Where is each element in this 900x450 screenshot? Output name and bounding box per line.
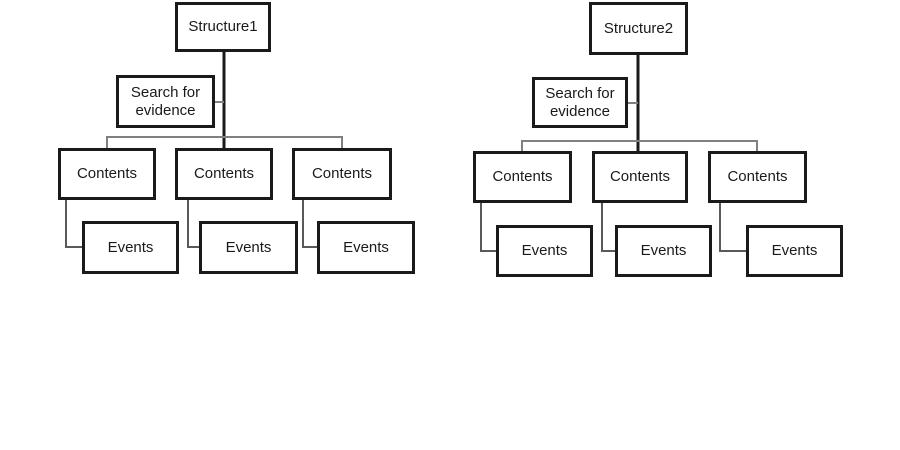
contents-to-events-connector [480, 203, 497, 252]
events-node-box: Events [317, 221, 415, 274]
contents-to-events-connector [601, 203, 616, 252]
search-for-evidence-box: Search for evidence [116, 75, 215, 128]
search-for-evidence-box: Search for evidence [532, 77, 628, 128]
contents-to-events-connector [719, 203, 747, 252]
root-node-box: Structure2 [589, 2, 688, 55]
contents-to-events-connector [65, 200, 83, 248]
events-node-box: Events [82, 221, 179, 274]
contents-node-box: Contents [292, 148, 392, 200]
root-node-box: Structure1 [175, 2, 271, 52]
contents-node-box: Contents [708, 151, 807, 203]
events-node-box: Events [199, 221, 298, 274]
siblings-bar-connector [106, 136, 343, 150]
contents-to-events-connector [302, 200, 318, 248]
contents-node-box: Contents [592, 151, 688, 203]
contents-node-box: Contents [473, 151, 572, 203]
contents-node-box: Contents [58, 148, 156, 200]
events-node-box: Events [746, 225, 843, 277]
contents-node-box: Contents [175, 148, 273, 200]
siblings-bar-connector [521, 140, 758, 152]
events-node-box: Events [615, 225, 712, 277]
contents-to-events-connector [187, 200, 200, 248]
events-node-box: Events [496, 225, 593, 277]
